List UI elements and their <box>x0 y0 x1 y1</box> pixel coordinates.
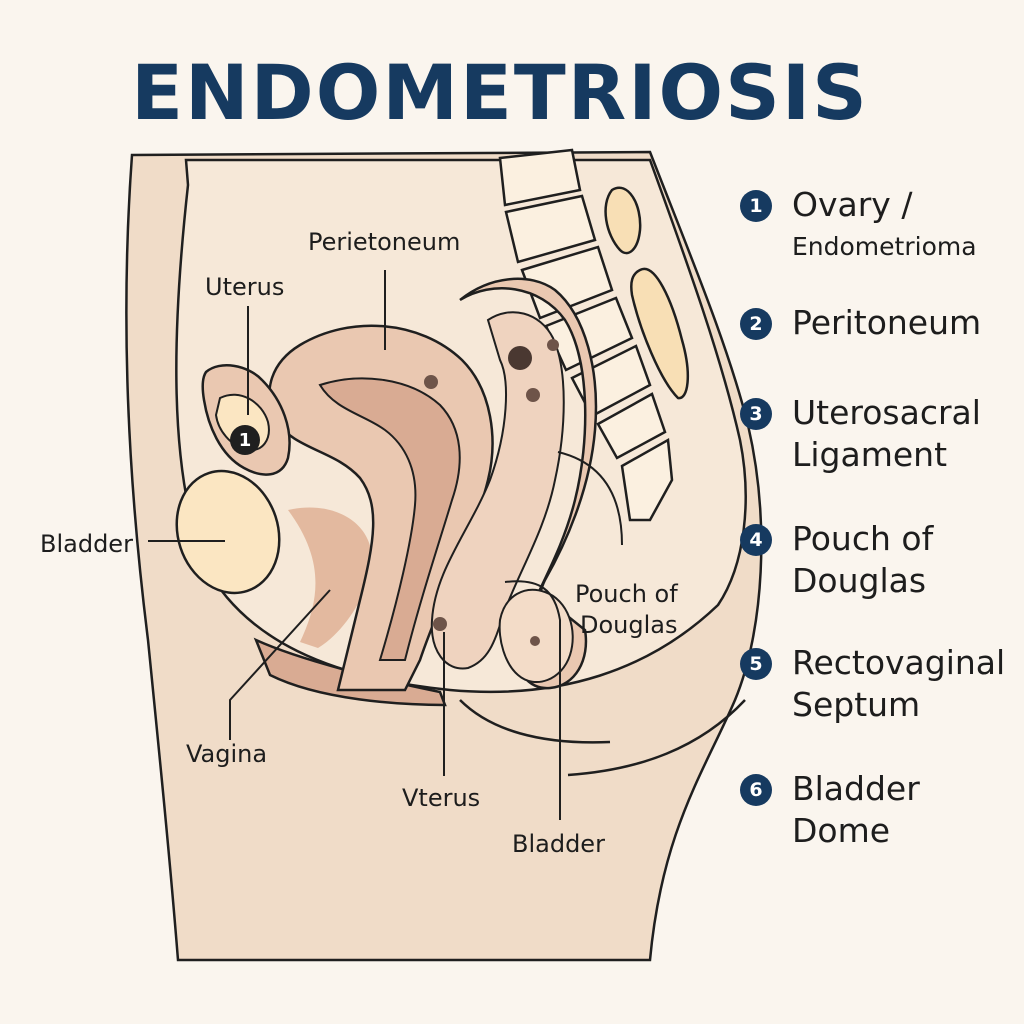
lesion-dot <box>424 375 438 389</box>
legend-line1: Pouch of <box>792 518 1024 560</box>
legend-line1: Bladder <box>792 768 1024 810</box>
label-bladder-left: Bladder <box>40 530 133 558</box>
legend-line1: Ovary / <box>792 184 1024 226</box>
legend-badge: 4 <box>740 524 772 556</box>
label-vagina: Vagina <box>186 740 267 768</box>
lesion-dot <box>508 346 532 370</box>
legend-line1: Peritoneum <box>792 302 1024 344</box>
legend-text: Bladder Dome <box>792 768 1024 852</box>
legend-line1: Uterosacral <box>792 392 1024 434</box>
legend-text: Rectovaginal Septum <box>792 642 1024 726</box>
legend-badge: 5 <box>740 648 772 680</box>
legend-text: Uterosacral Ligament <box>792 392 1024 476</box>
legend-line2: Dome <box>792 810 1024 852</box>
legend-line1: Rectovaginal <box>792 642 1024 684</box>
legend-line2: Endometrioma <box>792 226 1024 268</box>
label-pouch-line1: Pouch of <box>575 580 678 608</box>
legend-badge: 2 <box>740 308 772 340</box>
legend-line2: Septum <box>792 684 1024 726</box>
legend-text: Peritoneum <box>792 302 1024 344</box>
label-bladder-bottom: Bladder <box>512 830 605 858</box>
label-perietoneum: Perietoneum <box>308 228 460 256</box>
legend-line2: Douglas <box>792 560 1024 602</box>
legend-line2: Ligament <box>792 434 1024 476</box>
lesion-dot <box>526 388 540 402</box>
legend-text: Ovary / Endometrioma <box>792 184 1024 268</box>
label-vterus: Vterus <box>402 784 480 812</box>
legend-badge: 6 <box>740 774 772 806</box>
label-pouch-line2: Douglas <box>580 611 678 639</box>
legend-badge: 1 <box>740 190 772 222</box>
legend-badge: 3 <box>740 398 772 430</box>
label-uterus: Uterus <box>205 273 284 301</box>
ovary-marker-number: 1 <box>239 430 252 451</box>
lesion-dot <box>530 636 540 646</box>
lesion-dot <box>547 339 559 351</box>
rectum-lower-loop <box>500 590 573 682</box>
lesion-dot <box>433 617 447 631</box>
legend-text: Pouch of Douglas <box>792 518 1024 602</box>
